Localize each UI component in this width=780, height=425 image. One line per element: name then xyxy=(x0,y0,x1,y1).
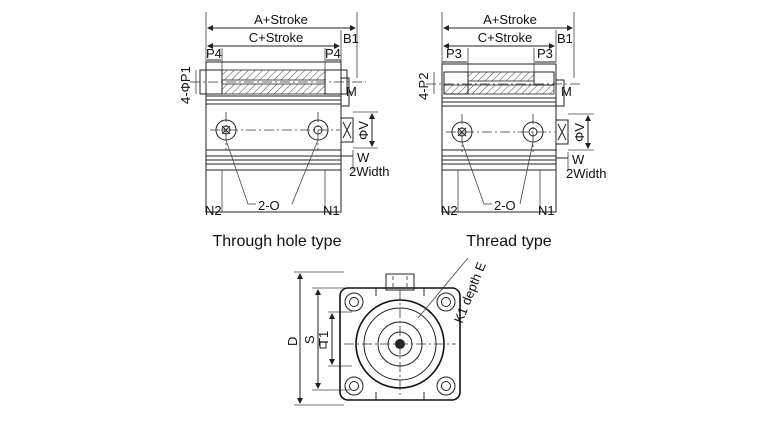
bore-hatch-top xyxy=(221,69,326,81)
thread-hatch-top xyxy=(467,71,535,82)
b1-label: B1 xyxy=(343,31,359,46)
thread-caption: Thread type xyxy=(466,233,551,250)
end-view: D S T1 xyxy=(285,257,489,406)
thread-hatch-bottom xyxy=(443,84,555,95)
corner-bolt-tr xyxy=(436,292,456,312)
dim-c-stroke: C+Stroke B1 xyxy=(207,30,359,62)
phi-v-thread-label: ΦV xyxy=(572,123,587,142)
bore-p1-label: 4-ΦP1 xyxy=(178,66,193,104)
b1-thread-label: B1 xyxy=(557,31,573,46)
m-thread-label: M xyxy=(561,84,572,99)
k1-depth-label: K1 depth E xyxy=(451,260,489,326)
through-hole-view: A+Stroke C+Stroke B1 P4 P4 xyxy=(178,12,389,250)
width-thread-label: 2Width xyxy=(566,166,606,181)
a-stroke-label: A+Stroke xyxy=(254,12,308,27)
dim-p4: P4 P4 xyxy=(206,46,341,70)
corner-bolt-bl xyxy=(344,376,364,396)
w-label: W xyxy=(357,150,370,165)
ports-2o-label: 2-O xyxy=(258,198,280,213)
n1-thread-label: N1 xyxy=(538,203,555,218)
corner-bolt-br xyxy=(436,376,456,396)
dim-a-stroke: A+Stroke xyxy=(205,12,358,78)
p4-left-label: P4 xyxy=(206,46,222,61)
rod-end-thread xyxy=(555,79,565,107)
p3-right-label: P3 xyxy=(537,46,553,61)
width-label: 2Width xyxy=(349,164,389,179)
n1-label: N1 xyxy=(323,203,340,218)
c-stroke-label: C+Stroke xyxy=(249,30,304,45)
dim-c-stroke-thread: C+Stroke B1 xyxy=(443,30,573,62)
m-label: M xyxy=(346,84,357,99)
t1-label: T1 xyxy=(316,331,331,346)
a-stroke-thread-label: A+Stroke xyxy=(483,12,537,27)
bore-p2-label: 4-P2 xyxy=(416,73,431,100)
through-hole-caption: Through hole type xyxy=(213,233,342,250)
thread-view: A+Stroke C+Stroke B1 P3 P3 xyxy=(416,12,606,250)
p4-right-label: P4 xyxy=(325,46,341,61)
s-label: S xyxy=(302,335,317,344)
p3-left-label: P3 xyxy=(446,46,462,61)
bore-hatch-bottom xyxy=(221,83,326,95)
w-thread-label: W xyxy=(572,152,585,167)
d-label: D xyxy=(285,337,300,346)
c-stroke-thread-label: C+Stroke xyxy=(478,30,533,45)
corner-bolt-tl xyxy=(344,292,364,312)
ports-2o-thread-label: 2-O xyxy=(494,198,516,213)
phi-v-label: ΦV xyxy=(356,121,371,140)
dim-a-stroke-thread: A+Stroke xyxy=(441,12,575,78)
n2-label: N2 xyxy=(205,203,222,218)
n2-thread-label: N2 xyxy=(441,203,458,218)
end-plate xyxy=(339,287,461,401)
dim-p3: P3 P3 xyxy=(442,46,556,72)
